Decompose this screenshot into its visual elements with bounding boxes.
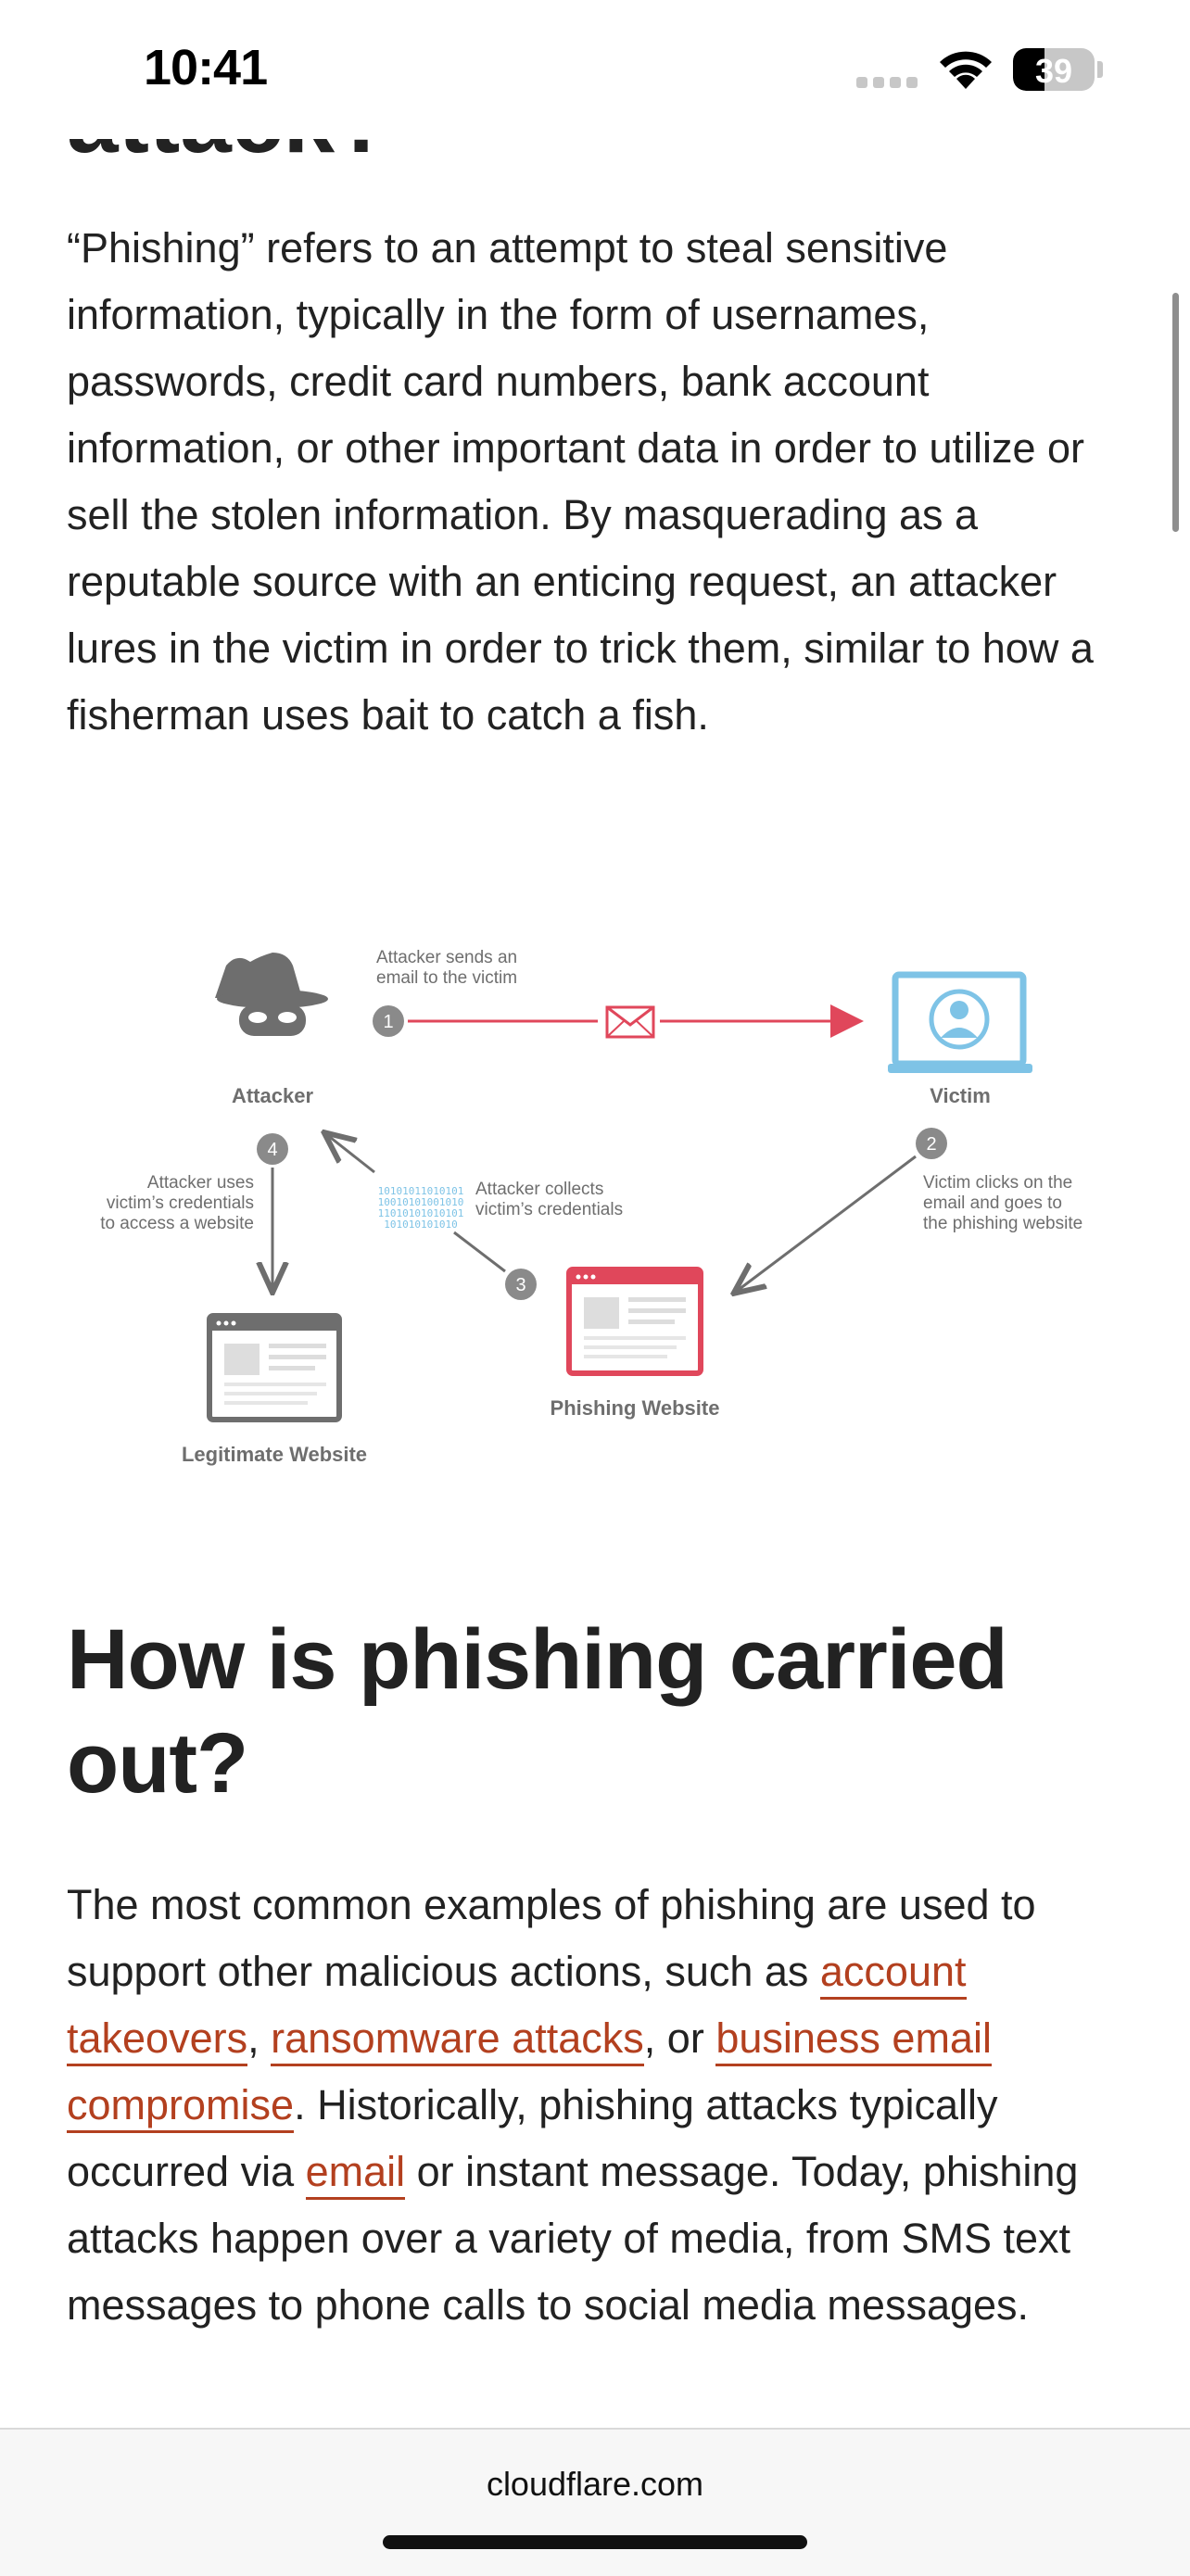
phishing-website-label: Phishing Website: [551, 1396, 720, 1420]
step1-number: 1: [383, 1012, 393, 1032]
binary-line-4: 101010101010: [384, 1219, 457, 1231]
phishing-methods-paragraph: The most common examples of phishing are…: [67, 1872, 1133, 2339]
step2-number: 2: [926, 1134, 936, 1155]
binary-credentials-graphic: 10101011010101 10010101001010 1101010101…: [378, 1185, 464, 1231]
phishing-website-icon: [566, 1267, 703, 1376]
para2-text-5: or instant message. Today, phishing atta…: [67, 2148, 1079, 2329]
attacker-icon: [215, 953, 328, 1036]
para2-text-3: , or: [643, 2014, 716, 2062]
battery-level: 39: [1034, 52, 1073, 90]
victim-laptop-icon: [888, 971, 1032, 1073]
email-envelope-icon: [605, 1005, 655, 1039]
page-scrollbar[interactable]: [1172, 293, 1179, 532]
browser-bottom-bar: cloudflare.com: [0, 2428, 1190, 2576]
cellular-signal-icon: [856, 76, 919, 93]
wifi-icon: [936, 46, 995, 95]
link-account-takeovers[interactable]: account takeovers: [67, 1948, 967, 2066]
step2-text-line1: Victim clicks on the: [923, 1173, 1072, 1193]
link-business-email-compromise[interactable]: business email compromise: [67, 2014, 992, 2133]
link-email[interactable]: email: [305, 2148, 406, 2200]
phishing-attack-diagram: Attacker Attacker sends an email to the …: [0, 908, 1190, 1501]
step4-text-line2: victim’s credentials: [107, 1193, 254, 1213]
step2-text-line3: the phishing website: [923, 1214, 1082, 1233]
step4-number: 4: [267, 1140, 277, 1160]
step1-text-line2: email to the victim: [376, 968, 517, 988]
phishing-definition-paragraph: “Phishing” refers to an attempt to steal…: [67, 224, 1094, 739]
step3-badge: [505, 1269, 537, 1300]
status-bar: 10:41 39: [0, 0, 1190, 139]
step3-text-line2: victim’s credentials: [475, 1200, 623, 1219]
step3-text-line1: Attacker collects: [475, 1180, 603, 1199]
status-time: 10:41: [144, 40, 268, 95]
step4-badge: [257, 1133, 288, 1165]
step2-badge: [916, 1128, 947, 1159]
binary-line-1: 10101011010101: [378, 1185, 464, 1197]
para2-text-1: The most common examples of phishing are…: [67, 1881, 1036, 1995]
home-indicator[interactable]: [383, 2535, 807, 2549]
section-heading-how-phishing-carried-out: How is phishing carried out?: [67, 1612, 1008, 1811]
step3-number: 3: [515, 1275, 525, 1295]
para2-text-2: ,: [247, 2014, 272, 2062]
step1-text-line1: Attacker sends an: [376, 948, 517, 967]
attacker-label: Attacker: [232, 1084, 313, 1107]
url-address-bar[interactable]: cloudflare.com: [486, 2465, 704, 2503]
binary-line-2: 10010101001010: [378, 1196, 464, 1208]
step2-text-line2: email and goes to: [923, 1193, 1062, 1213]
step1-badge: [373, 1005, 404, 1037]
binary-line-3: 11010101010101: [378, 1207, 464, 1219]
para2-text-4: . Historically, phishing attacks typical…: [67, 2081, 998, 2195]
link-ransomware-attacks[interactable]: ransomware attacks: [271, 2014, 644, 2066]
battery-icon: 39: [1013, 48, 1095, 91]
legitimate-website-label: Legitimate Website: [182, 1443, 367, 1466]
step4-text-line1: Attacker uses: [147, 1173, 254, 1193]
victim-label: Victim: [930, 1084, 991, 1107]
battery-nub: [1097, 61, 1103, 78]
step4-text-line3: to access a website: [100, 1214, 254, 1233]
legitimate-website-icon: [207, 1313, 342, 1422]
